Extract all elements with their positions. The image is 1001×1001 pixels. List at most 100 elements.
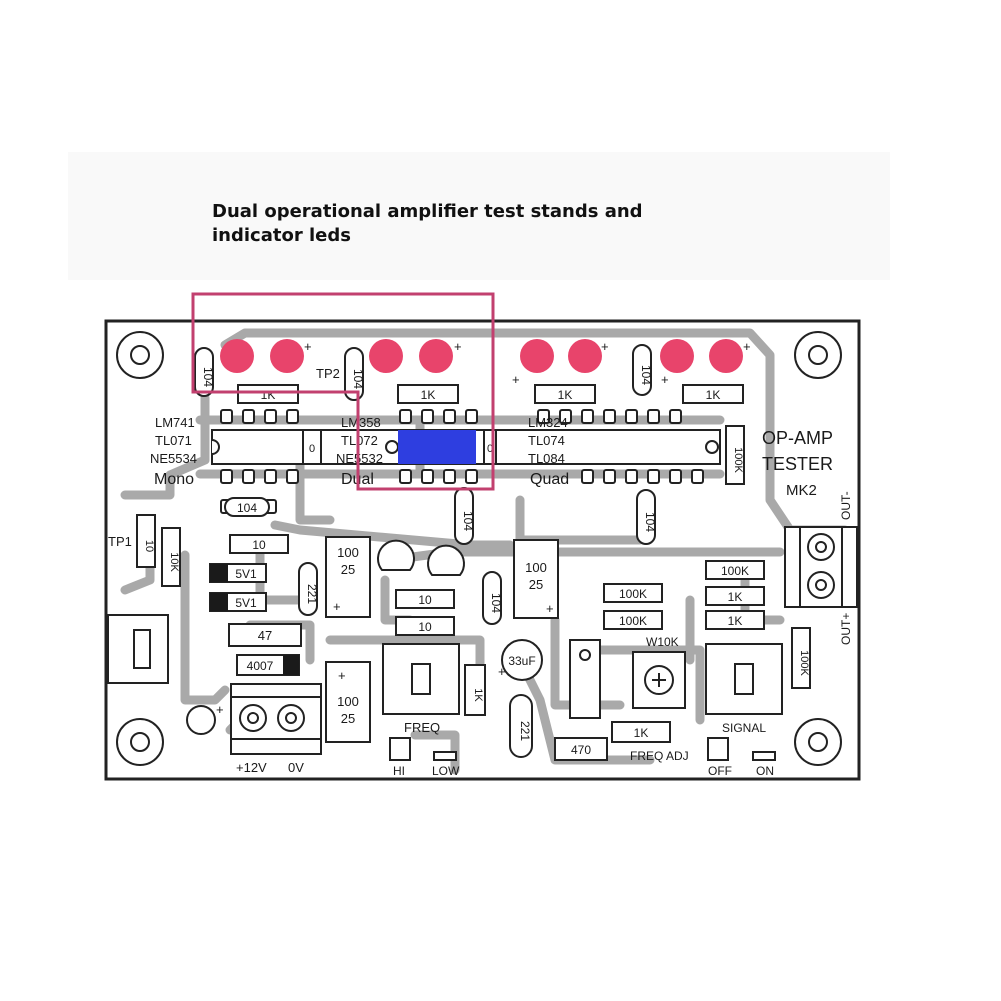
resistor-1k: 1K: [534, 384, 596, 404]
electrolytic-capacitor: 100 25 +: [513, 539, 559, 619]
on-label: ON: [756, 764, 774, 778]
transistor: [427, 544, 465, 576]
svg-text:+: +: [546, 601, 554, 616]
resistor-100k: 100K: [705, 560, 765, 580]
ic-pads: [220, 409, 704, 514]
resistor-10: 10: [229, 534, 289, 554]
ic-label-mono: TL071: [155, 433, 192, 448]
ic-label-quad: LM324: [528, 415, 568, 430]
svg-text:25: 25: [341, 562, 355, 577]
test-point-label: TP2: [316, 366, 340, 381]
svg-text:100: 100: [337, 694, 359, 709]
caption-line-1: Dual operational amplifier test stands a…: [212, 201, 643, 222]
transistor: [377, 539, 415, 571]
electrolytic-capacitor: 100 25 +: [325, 536, 371, 618]
low-pushbutton: [433, 751, 457, 761]
power-led: +: [186, 702, 224, 735]
capacitor-104: 104: [482, 571, 503, 625]
output-terminal-block: [784, 526, 858, 608]
resistor-100k: 100K: [603, 583, 663, 603]
resistor-1k: 1K: [464, 664, 486, 716]
resistor-470: 470: [554, 737, 608, 761]
led: [419, 339, 453, 373]
svg-text:470: 470: [571, 743, 591, 757]
capacitor-104: 104: [224, 497, 270, 517]
svg-text:10: 10: [418, 620, 432, 634]
capacitor-104: 104: [632, 344, 653, 396]
svg-text:1K: 1K: [706, 388, 721, 402]
zener-diode: 5V1: [209, 592, 267, 612]
svg-text:5V1: 5V1: [235, 567, 257, 581]
off-pushbutton: [707, 737, 729, 761]
ic-label-mono-title: Mono: [154, 471, 194, 488]
off-label: OFF: [708, 764, 732, 778]
svg-text:1K: 1K: [472, 688, 484, 702]
led: [568, 339, 602, 373]
led: [660, 339, 694, 373]
resistor-100k: 100K: [725, 425, 745, 485]
ic-label-mono: NE5534: [150, 451, 197, 466]
svg-text:104: 104: [351, 369, 365, 389]
on-pushbutton: [752, 751, 776, 761]
led-plus-mark: +: [743, 339, 751, 354]
svg-text:1K: 1K: [261, 388, 276, 402]
svg-text:1K: 1K: [728, 590, 743, 604]
ic-label-mono: LM741: [155, 415, 195, 430]
resistor-1k: 1K: [397, 384, 459, 404]
svg-text:100: 100: [337, 545, 359, 560]
mounting-hole: [116, 718, 164, 766]
electrolytic-capacitor-33uf: 33uF +: [498, 639, 543, 681]
hi-label: HI: [393, 764, 405, 778]
ic-label-quad-title: Quad: [530, 471, 569, 488]
capacitor-104: 104: [194, 347, 215, 397]
svg-text:104: 104: [237, 501, 257, 515]
resistor-10: 10: [395, 589, 455, 609]
svg-text:100K: 100K: [619, 614, 647, 628]
svg-text:10: 10: [143, 540, 155, 552]
trimmer-potentiometer: [632, 651, 686, 709]
ic-label-quad: TL084: [528, 451, 565, 466]
resistor-1k: 1K: [611, 721, 671, 743]
board-title-2: TESTER: [762, 454, 833, 474]
svg-text:10K: 10K: [168, 552, 180, 572]
ic-label-quad: TL074: [528, 433, 565, 448]
resistor-47: 47: [228, 623, 302, 647]
power-gnd-label: 0V: [288, 760, 304, 775]
led-plus-mark: +: [512, 372, 520, 387]
svg-text:1K: 1K: [634, 726, 649, 740]
led: [369, 339, 403, 373]
dual-ic-socket-highlight: [398, 430, 476, 464]
svg-text:4007: 4007: [247, 659, 274, 673]
mounting-hole: [116, 331, 164, 379]
svg-text:221: 221: [518, 721, 532, 741]
svg-text:100K: 100K: [619, 587, 647, 601]
svg-text:47: 47: [258, 628, 272, 643]
out-neg-label: OUT-: [839, 491, 853, 520]
capacitor-104: 104: [636, 489, 657, 545]
zener-diode: 5V1: [209, 563, 267, 583]
capacitor-104: 104: [454, 487, 475, 545]
capacitor-104: 221: [298, 562, 319, 616]
out-pos-label: OUT+: [839, 613, 853, 645]
led: [220, 339, 254, 373]
svg-text:100K: 100K: [732, 447, 744, 473]
led-plus-mark: +: [601, 339, 609, 354]
svg-text:221: 221: [305, 584, 319, 604]
resistor-10: 10: [395, 616, 455, 636]
svg-text:104: 104: [461, 511, 475, 531]
svg-text:100K: 100K: [721, 564, 749, 578]
board-model: MK2: [786, 482, 817, 499]
resistor-10: 10: [136, 514, 156, 568]
svg-text:104: 104: [639, 365, 653, 385]
dc-power-jack: [107, 614, 169, 684]
signal-label: SIGNAL: [722, 721, 766, 735]
led-plus-mark: +: [304, 339, 312, 354]
svg-text:+: +: [498, 664, 506, 679]
freq-switch: [382, 643, 460, 715]
power-terminal-block: [230, 683, 322, 755]
test-point-label: TP1: [108, 534, 132, 549]
svg-text:25: 25: [529, 577, 543, 592]
electrolytic-capacitor: + 100 25: [325, 661, 371, 743]
svg-text:+: +: [216, 702, 224, 717]
